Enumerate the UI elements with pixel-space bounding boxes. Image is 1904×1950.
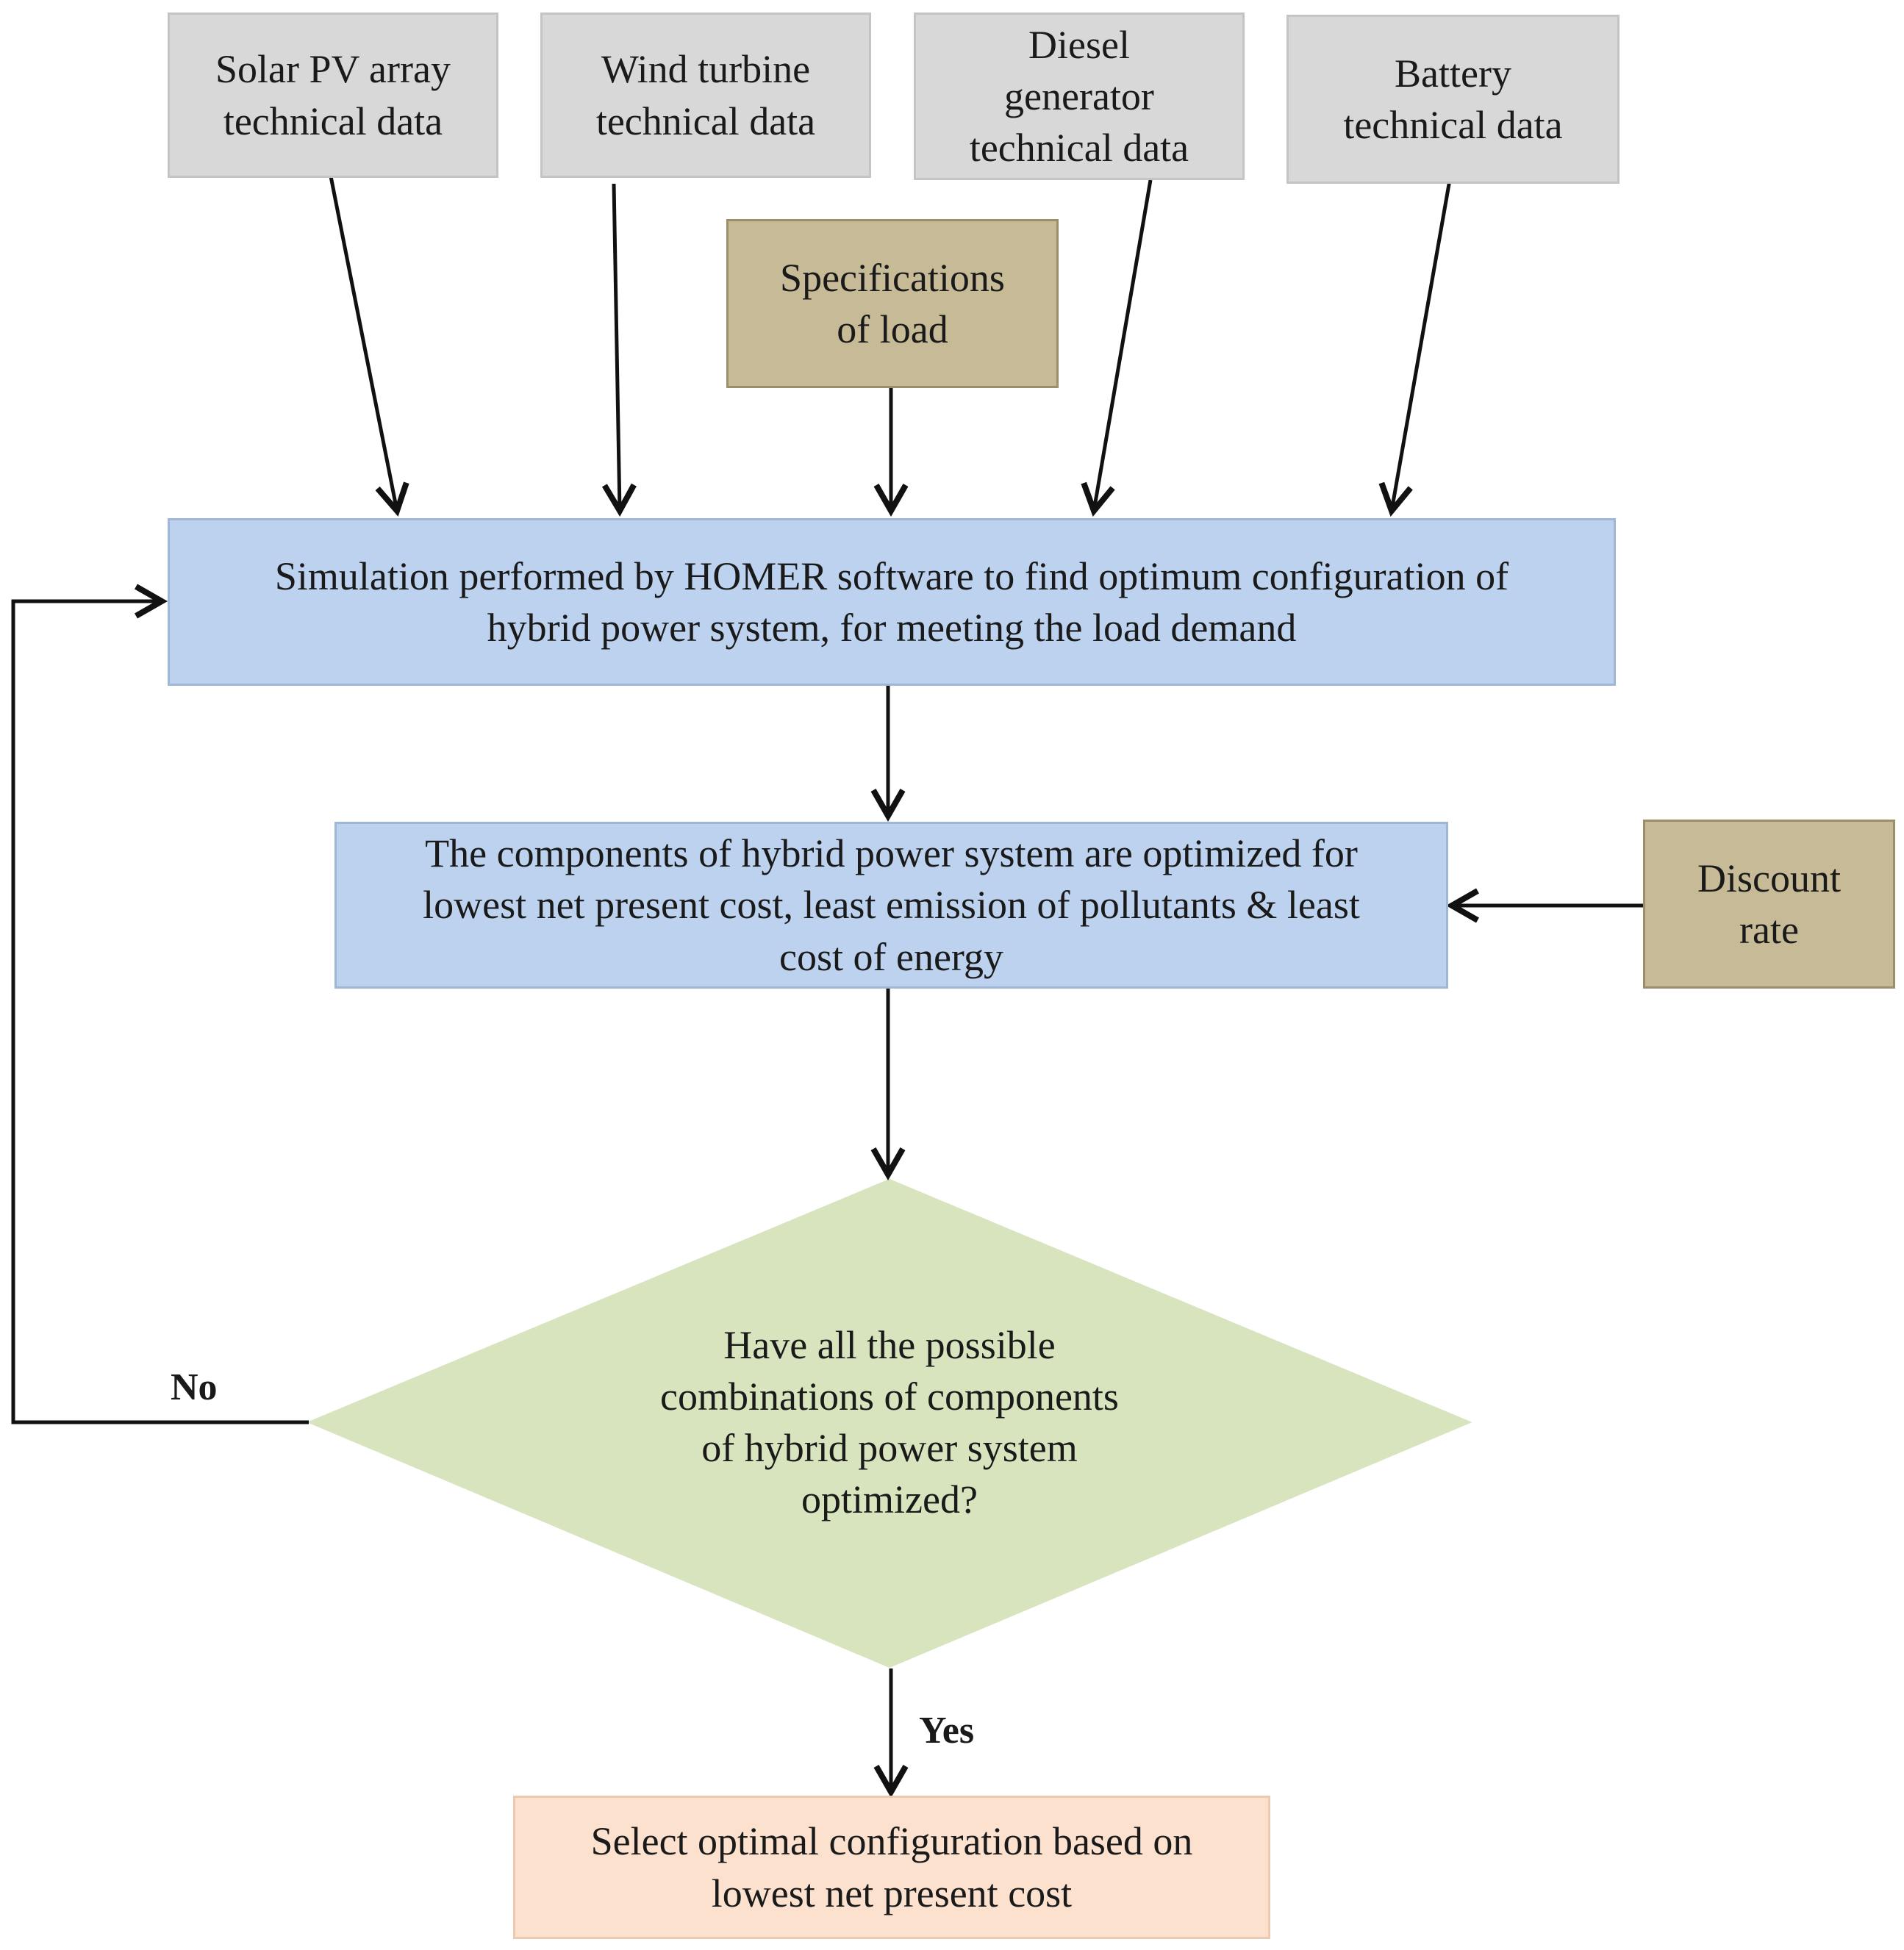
battery-label-line1: Battery bbox=[1395, 51, 1511, 96]
decision-label-line1: Have all the possible bbox=[723, 1322, 1056, 1367]
solar-pv-box: Solar PV array technical data bbox=[168, 12, 498, 178]
wind-turbine-label-line1: Wind turbine bbox=[601, 47, 811, 92]
simulation-box: Simulation performed by HOMER software t… bbox=[168, 518, 1616, 686]
optimization-label-line1: The components of hybrid power system ar… bbox=[425, 831, 1358, 876]
decision-question: Have all the possible combinations of com… bbox=[559, 1308, 1220, 1536]
battery-box: Battery technical data bbox=[1286, 15, 1620, 184]
arrow-no-loop bbox=[11, 584, 309, 1424]
optimization-label-line3: cost of energy bbox=[779, 934, 1003, 979]
decision-label-line2: combinations of components bbox=[660, 1374, 1119, 1419]
arrow-battery-to-simulation bbox=[1378, 179, 1452, 517]
load-label-line2: of load bbox=[837, 307, 948, 351]
select-optimal-box: Select optimal configuration based on low… bbox=[513, 1796, 1270, 1939]
diesel-label-line2: generator bbox=[1004, 74, 1154, 118]
arrow-wind-to-simulation bbox=[601, 183, 637, 517]
decision-label-line3: of hybrid power system bbox=[701, 1426, 1078, 1470]
diesel-generator-box: Diesel generator technical data bbox=[914, 12, 1245, 180]
wind-turbine-box: Wind turbine technical data bbox=[540, 12, 871, 178]
discount-label-line1: Discount bbox=[1697, 856, 1841, 900]
arrow-diesel-to-simulation bbox=[1081, 179, 1153, 517]
load-specifications-box: Specifications of load bbox=[726, 219, 1059, 388]
decision-diamond bbox=[307, 1178, 1472, 1668]
battery-label-line2: technical data bbox=[1343, 103, 1563, 147]
optimization-label-line2: lowest net present cost, least emission … bbox=[423, 883, 1360, 928]
diesel-label-line3: technical data bbox=[969, 126, 1189, 171]
yes-label: Yes bbox=[919, 1710, 975, 1752]
load-label-line1: Specifications bbox=[780, 255, 1005, 300]
diesel-label-line1: Diesel bbox=[1028, 22, 1130, 67]
discount-rate-box: Discount rate bbox=[1643, 820, 1895, 989]
solar-pv-label-line1: Solar PV array bbox=[215, 47, 451, 92]
simulation-label-line1: Simulation performed by HOMER software t… bbox=[274, 553, 1509, 598]
simulation-label-line2: hybrid power system, for meeting the loa… bbox=[487, 606, 1297, 650]
select-label-line1: Select optimal configuration based on bbox=[590, 1819, 1193, 1864]
decision-label-line4: optimized? bbox=[801, 1477, 978, 1522]
discount-label-line2: rate bbox=[1739, 908, 1799, 952]
solar-pv-label-line2: technical data bbox=[223, 98, 443, 143]
arrow-solar-to-simulation bbox=[329, 176, 409, 517]
optimization-box: The components of hybrid power system ar… bbox=[334, 822, 1448, 989]
select-label-line2: lowest net present cost bbox=[711, 1871, 1073, 1915]
wind-turbine-label-line2: technical data bbox=[595, 98, 816, 143]
no-label: No bbox=[171, 1366, 218, 1408]
